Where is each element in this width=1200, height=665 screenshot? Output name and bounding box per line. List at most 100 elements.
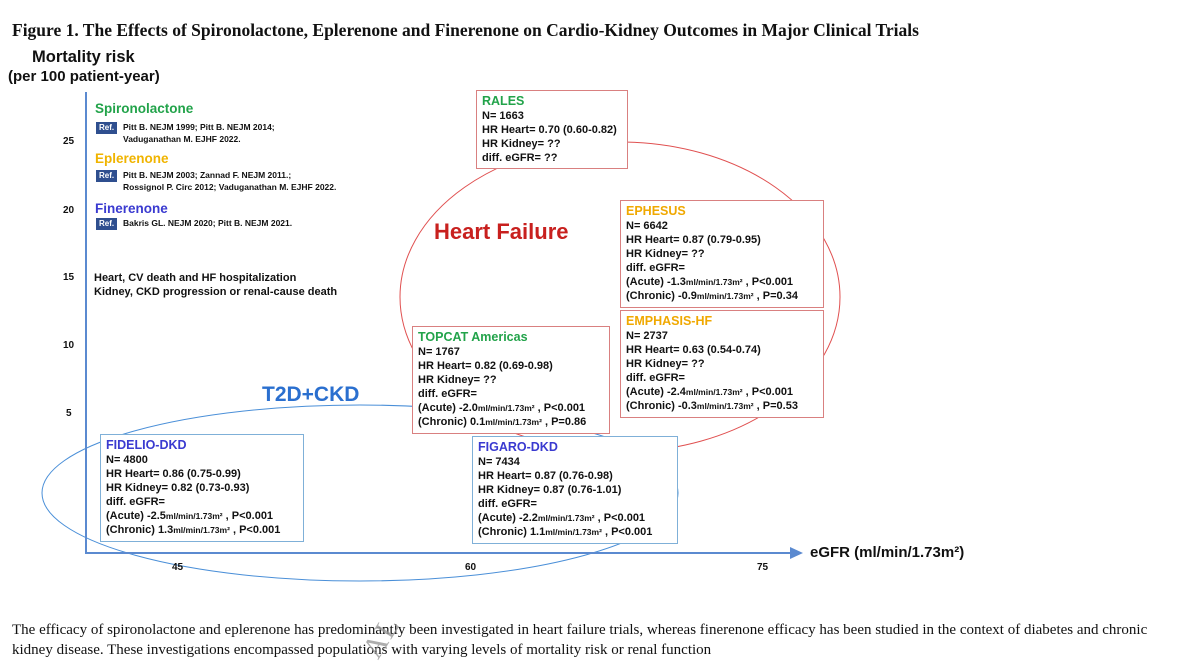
trial-box-fidelio-dkd: FIDELIO-DKD N= 4800 HR Heart= 0.86 (0.75… (100, 434, 304, 542)
trial-egfr-acute: (Acute) -2.5ml/min/1.73m² , P<0.001 (106, 509, 298, 523)
trial-hr-heart: HR Heart= 0.63 (0.54-0.74) (626, 344, 761, 356)
value: (Chronic) 1.1 (478, 526, 546, 538)
p-value: , P=0.53 (753, 400, 798, 412)
ref-line: Pitt B. NEJM 1999; Pitt B. NEJM 2014; (123, 122, 275, 132)
x-axis-title: eGFR (ml/min/1.73m²) (810, 544, 965, 561)
trial-name: RALES (482, 94, 525, 108)
trial-n: N= 1663 (482, 110, 524, 122)
ref-tag-eplerenone: Ref. (96, 170, 118, 182)
refs-finerenone: Bakris GL. NEJM 2020; Pitt B. NEJM 2021. (123, 217, 292, 229)
value: (Chronic) 1.3 (106, 524, 174, 536)
unit: ml/min/1.73m² (477, 403, 535, 413)
value: (Acute) -1.3 (626, 276, 686, 288)
ref-line: Rossignol P. Circ 2012; Vaduganathan M. … (123, 182, 337, 192)
trial-n: N= 7434 (478, 456, 520, 468)
heart-failure-label: Heart Failure (434, 219, 569, 244)
trial-egfr-chronic: (Chronic) 1.1ml/min/1.73m² , P<0.001 (478, 525, 672, 539)
unit: ml/min/1.73m² (685, 277, 743, 287)
trial-egfr-acute: (Acute) -2.4ml/min/1.73m² , P<0.001 (626, 385, 818, 399)
trial-hr-heart: HR Heart= 0.87 (0.79-0.95) (626, 234, 761, 246)
unit: ml/min/1.73m² (696, 291, 754, 301)
figure-title: Figure 1. The Effects of Spironolactone,… (12, 20, 919, 40)
x-tick-45: 45 (172, 562, 184, 573)
trial-egfr-acute: (Acute) -2.2ml/min/1.73m² , P<0.001 (478, 511, 672, 525)
y-tick-20: 20 (63, 205, 75, 216)
legend-eplerenone: Eplerenone (95, 151, 169, 166)
unit: ml/min/1.73m² (537, 513, 595, 523)
trial-box-emphasis-hf: EMPHASIS-HF N= 2737 HR Heart= 0.63 (0.54… (620, 310, 824, 418)
y-tick-5: 5 (66, 408, 72, 419)
p-value: , P=0.34 (753, 290, 798, 302)
p-value: , P<0.001 (601, 526, 653, 538)
value: (Acute) -2.2 (478, 512, 538, 524)
trial-name: FIGARO-DKD (478, 440, 558, 454)
trial-hr-kidney: HR Kidney= ?? (626, 358, 705, 370)
trial-hr-kidney: HR Kidney= ?? (482, 138, 561, 150)
trial-n: N= 6642 (626, 220, 668, 232)
value: (Acute) -2.0 (418, 402, 478, 414)
unit: ml/min/1.73m² (165, 511, 223, 521)
y-axis-title: Mortality risk (32, 48, 135, 66)
ref-line: Vaduganathan M. EJHF 2022. (123, 134, 241, 144)
trial-hr-heart: HR Heart= 0.70 (0.60-0.82) (482, 124, 617, 136)
p-value: , P<0.001 (594, 512, 646, 524)
trial-egfr-chronic: (Chronic) 0.1ml/min/1.73m² , P=0.86 (418, 415, 604, 429)
p-value: , P<0.001 (229, 524, 281, 536)
trial-name: TOPCAT Americas (418, 330, 528, 344)
trial-hr-kidney: HR Kidney= 0.87 (0.76-1.01) (478, 484, 622, 496)
trial-box-rales: RALES N= 1663 HR Heart= 0.70 (0.60-0.82)… (476, 90, 628, 169)
legend-finerenone: Finerenone (95, 201, 168, 216)
trial-hr-kidney: HR Kidney= ?? (626, 248, 705, 260)
p-value: , P<0.001 (534, 402, 586, 414)
trial-name: EMPHASIS-HF (626, 314, 713, 328)
trial-hr-heart: HR Heart= 0.86 (0.75-0.99) (106, 468, 241, 480)
trial-egfr-acute: (Acute) -1.3ml/min/1.73m² , P<0.001 (626, 275, 818, 289)
trial-name: EPHESUS (626, 204, 686, 218)
value: (Acute) -2.4 (626, 386, 686, 398)
trial-hr-kidney: HR Kidney= 0.82 (0.73-0.93) (106, 482, 250, 494)
p-value: , P=0.86 (541, 416, 587, 428)
value: (Chronic) -0.3 (626, 400, 697, 412)
trial-n: N= 1767 (418, 346, 460, 358)
x-axis-arrowhead (790, 547, 803, 559)
unit: ml/min/1.73m² (173, 525, 230, 535)
refs-spironolactone: Pitt B. NEJM 1999; Pitt B. NEJM 2014; Va… (123, 121, 275, 145)
ref-line: Bakris GL. NEJM 2020; Pitt B. NEJM 2021. (123, 218, 293, 228)
trial-hr-heart: HR Heart= 0.87 (0.76-0.98) (478, 470, 613, 482)
y-tick-10: 10 (63, 340, 75, 351)
x-tick-75: 75 (757, 562, 769, 573)
trial-egfr-label: diff. eGFR= (626, 372, 685, 384)
trial-box-ephesus: EPHESUS N= 6642 HR Heart= 0.87 (0.79-0.9… (620, 200, 824, 308)
trial-hr-kidney: HR Kidney= ?? (418, 374, 497, 386)
trial-egfr-chronic: (Chronic) -0.3ml/min/1.73m² , P=0.53 (626, 399, 818, 413)
unit: ml/min/1.73m² (545, 527, 602, 537)
t2d-ckd-label: T2D+CKD (262, 383, 360, 406)
y-tick-25: 25 (63, 136, 75, 147)
figure-caption: The efficacy of spironolactone and epler… (12, 622, 1148, 658)
ref-line: Pitt B. NEJM 2003; Zannad F. NEJM 2011.; (123, 170, 292, 180)
trial-box-topcat-americas: TOPCAT Americas N= 1767 HR Heart= 0.82 (… (412, 326, 610, 434)
ref-tag-finerenone: Ref. (96, 218, 118, 230)
p-value: , P<0.001 (742, 276, 794, 288)
trial-egfr-chronic: (Chronic) 1.3ml/min/1.73m² , P<0.001 (106, 523, 298, 537)
trial-egfr-label: diff. eGFR= (106, 496, 165, 508)
p-value: , P<0.001 (742, 386, 794, 398)
trial-n: N= 2737 (626, 330, 668, 342)
legend-spironolactone: Spironolactone (95, 101, 194, 116)
trial-egfr-acute: (Acute) -2.0ml/min/1.73m² , P<0.001 (418, 401, 604, 415)
trial-box-figaro-dkd: FIGARO-DKD N= 7434 HR Heart= 0.87 (0.76-… (472, 436, 678, 544)
value: (Chronic) 0.1 (418, 416, 486, 428)
trial-egfr-label: diff. eGFR= (418, 388, 477, 400)
unit: ml/min/1.73m² (685, 387, 743, 397)
value: (Chronic) -0.9 (626, 290, 697, 302)
outcome-heart: Heart, CV death and HF hospitalization (94, 272, 297, 284)
p-value: , P<0.001 (222, 510, 274, 522)
trial-n: N= 4800 (106, 454, 148, 466)
trial-hr-heart: HR Heart= 0.82 (0.69-0.98) (418, 360, 553, 372)
y-tick-15: 15 (63, 272, 75, 283)
ref-tag-spironolactone: Ref. (96, 122, 118, 134)
unit: ml/min/1.73m² (696, 401, 754, 411)
value: (Acute) -2.5 (106, 510, 166, 522)
outcome-kidney: Kidney, CKD progression or renal-cause d… (94, 286, 338, 298)
trial-name: FIDELIO-DKD (106, 438, 187, 452)
